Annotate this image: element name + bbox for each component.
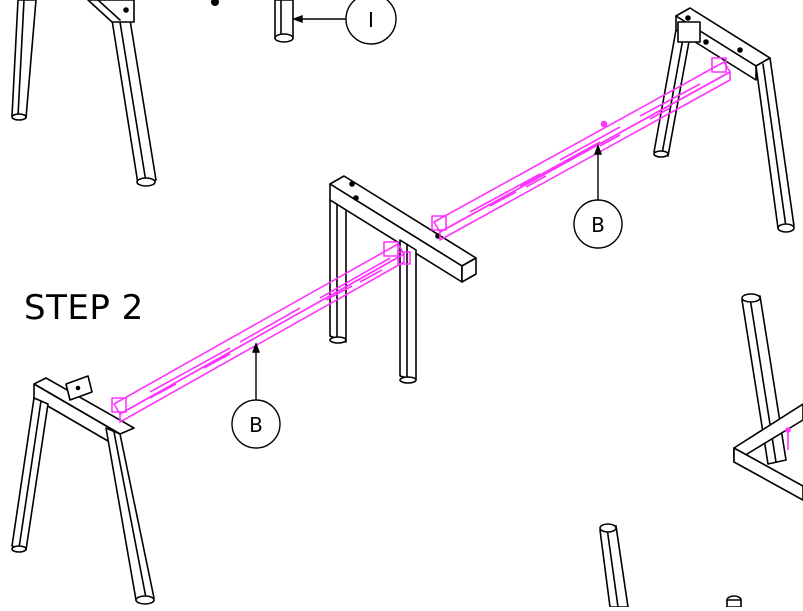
- beam-B-highlighted: [111, 57, 791, 450]
- step-title: STEP 2: [24, 288, 144, 328]
- callout-B-upper: [573, 144, 623, 249]
- leg-frame-center: [329, 175, 477, 384]
- leg-frame-bottom-left: [11, 375, 155, 605]
- callout-I: [292, 0, 397, 45]
- part-I-post: [274, 0, 294, 43]
- callout-B-lower: [231, 342, 281, 449]
- callout-I-label: I: [368, 8, 374, 32]
- leg-frame-top-left: [11, 0, 219, 187]
- callout-B-lower-label: B: [249, 413, 263, 437]
- callout-B-upper-label: B: [591, 213, 605, 237]
- leg-frame-bottom-right: [599, 293, 803, 608]
- leg-frame-top-right: [653, 7, 795, 233]
